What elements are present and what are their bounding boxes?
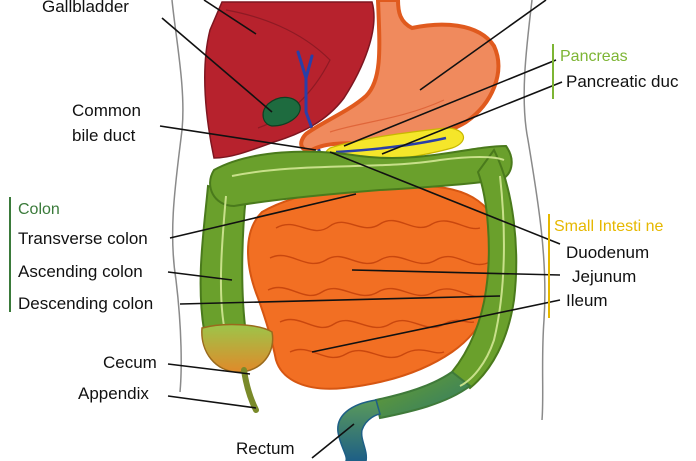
label-jejunum: Jejunum: [572, 267, 637, 286]
label-cecum: Cecum: [103, 353, 157, 372]
leader-transverse-colon: [169, 193, 357, 239]
pancreatic-duct-vessel: [335, 136, 447, 154]
label-rectum: Rectum: [236, 439, 295, 458]
label-common-bile-duct-line2: bile duct: [72, 126, 136, 145]
label-colon-group: Colon: [18, 201, 60, 218]
leader-jejunum: [351, 269, 561, 276]
leader-common-bile-duct: [159, 125, 317, 151]
rectum: [337, 399, 381, 461]
label-ascending-colon: Ascending colon: [18, 262, 143, 281]
label-pancreas-group: Pancreas: [560, 48, 628, 65]
leader-pancreatic-duct: [381, 81, 563, 155]
label-duodenum: Duodenum: [566, 243, 650, 262]
label-pancreatic-duct: Pancreatic duc: [566, 72, 679, 91]
leader-lines: [159, 0, 563, 459]
pancreas-group-bar: [552, 44, 554, 99]
label-appendix: Appendix: [78, 384, 149, 403]
leader-rectum: [311, 423, 355, 459]
appendix: [241, 367, 259, 413]
gallbladder: [262, 96, 301, 127]
small-intestine-group-bar: [548, 214, 550, 318]
leader-liver: [203, 0, 257, 35]
leader-ascending-colon: [167, 271, 233, 281]
label-common-bile-duct-line1: Common: [72, 101, 141, 120]
label-transverse-colon: Transverse colon: [18, 229, 148, 248]
leader-stomach: [419, 0, 547, 91]
label-descending-colon: Descending colon: [18, 294, 154, 313]
colon-group-bar: [9, 197, 11, 312]
leader-appendix: [167, 395, 257, 409]
label-ileum: Ileum: [566, 291, 608, 310]
leader-descending-colon: [179, 295, 501, 305]
leader-duodenum: [329, 151, 561, 245]
leader-ileum: [311, 299, 561, 353]
body-outline: [171, 0, 546, 421]
leader-cecum: [167, 363, 251, 375]
leader-gallbladder: [161, 17, 273, 113]
leader-pancreas: [343, 59, 557, 147]
label-small-intestine-group: Small Intesti ne: [554, 218, 664, 235]
label-gallbladder: Gallbladder: [42, 0, 129, 16]
cecum: [201, 323, 274, 373]
